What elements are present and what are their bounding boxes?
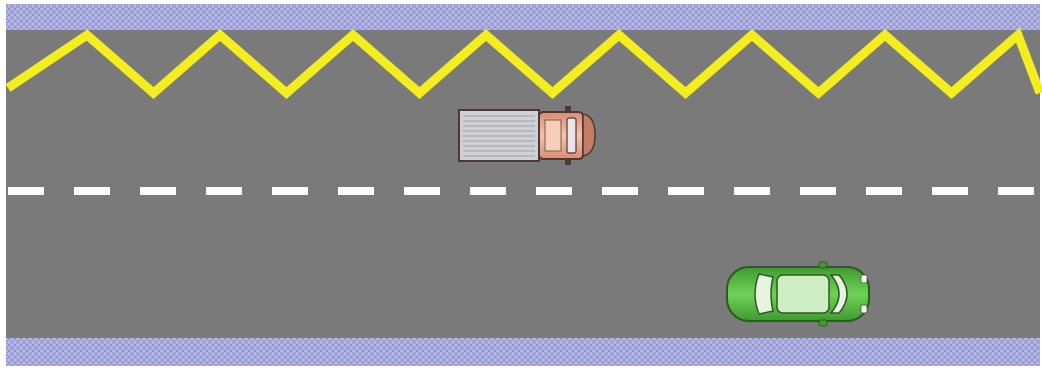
center-dash xyxy=(866,187,902,195)
center-dash xyxy=(74,187,110,195)
car-icon xyxy=(727,262,869,326)
bottom-sidewalk xyxy=(6,338,1040,366)
truck-icon xyxy=(459,106,595,165)
center-dash xyxy=(338,187,374,195)
car-roof xyxy=(777,275,829,313)
car-mirror-bottom xyxy=(819,320,827,326)
truck-mirror-top xyxy=(565,106,571,112)
center-dash xyxy=(404,187,440,195)
center-dash xyxy=(800,187,836,195)
center-dash xyxy=(206,187,242,195)
car-mirror-top xyxy=(819,262,827,268)
top-sidewalk xyxy=(6,4,1040,30)
center-dash xyxy=(470,187,506,195)
car-rear-window xyxy=(755,274,773,314)
truck-windshield xyxy=(567,118,576,153)
road-surface xyxy=(6,30,1040,338)
car-headlight-bottom xyxy=(861,305,867,313)
center-dash xyxy=(668,187,704,195)
center-dash xyxy=(536,187,572,195)
center-dash xyxy=(602,187,638,195)
truck-mirror-bottom xyxy=(565,159,571,165)
center-dash xyxy=(272,187,308,195)
center-dash xyxy=(932,187,968,195)
center-dash xyxy=(734,187,770,195)
center-dash xyxy=(8,187,44,195)
center-dash xyxy=(140,187,176,195)
center-dash xyxy=(998,187,1034,195)
truck-cab-roof xyxy=(545,120,561,151)
car-headlight-top xyxy=(861,275,867,283)
